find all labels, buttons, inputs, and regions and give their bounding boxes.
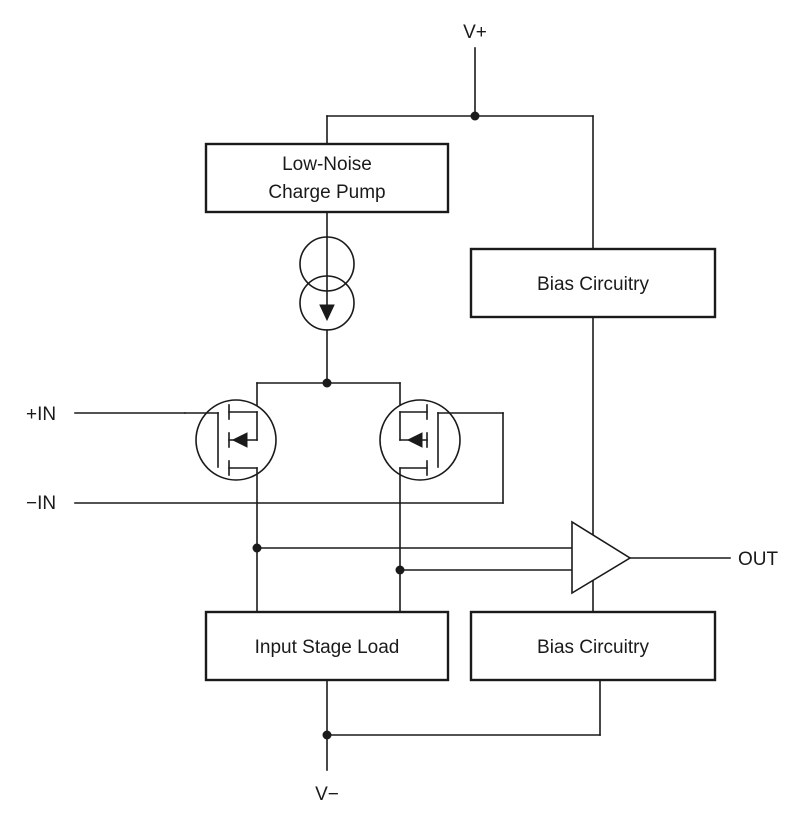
positive-rail-label: V+ [463,22,487,43]
left-transistor-icon [184,399,277,481]
negative-rail-wires [326,679,601,771]
charge-pump-block [204,142,450,214]
right-transistor-icon [379,399,504,481]
right-drain-junction [395,565,405,575]
current-source-icon [299,236,355,331]
noninverting-input-label: +IN [26,404,56,425]
left-drain-junction [252,543,262,553]
bias-circuitry-top-block [469,247,717,319]
charge-pump-label-line1: Low-Noise [282,154,372,175]
bias-circuitry-bottom-label: Bias Circuitry [537,637,649,658]
positive-rail-wires [326,47,594,250]
negative-rail-junction [322,730,332,740]
signal-wires [256,467,573,613]
inverting-input-label: −IN [26,493,56,514]
bias-circuitry-top-label: Bias Circuitry [537,274,649,295]
inverting-input-wire [74,412,504,504]
negative-rail-label: V− [315,784,339,805]
bias-circuitry-bottom-block [469,610,717,682]
differential-pair-tail [256,382,401,414]
positive-rail-junction [470,111,480,121]
tail-junction [322,378,332,388]
input-stage-load-label: Input Stage Load [255,637,400,658]
charge-pump-label-line2: Charge Pump [268,182,385,203]
output-amplifier-icon [571,520,632,595]
output-label: OUT [738,549,779,570]
